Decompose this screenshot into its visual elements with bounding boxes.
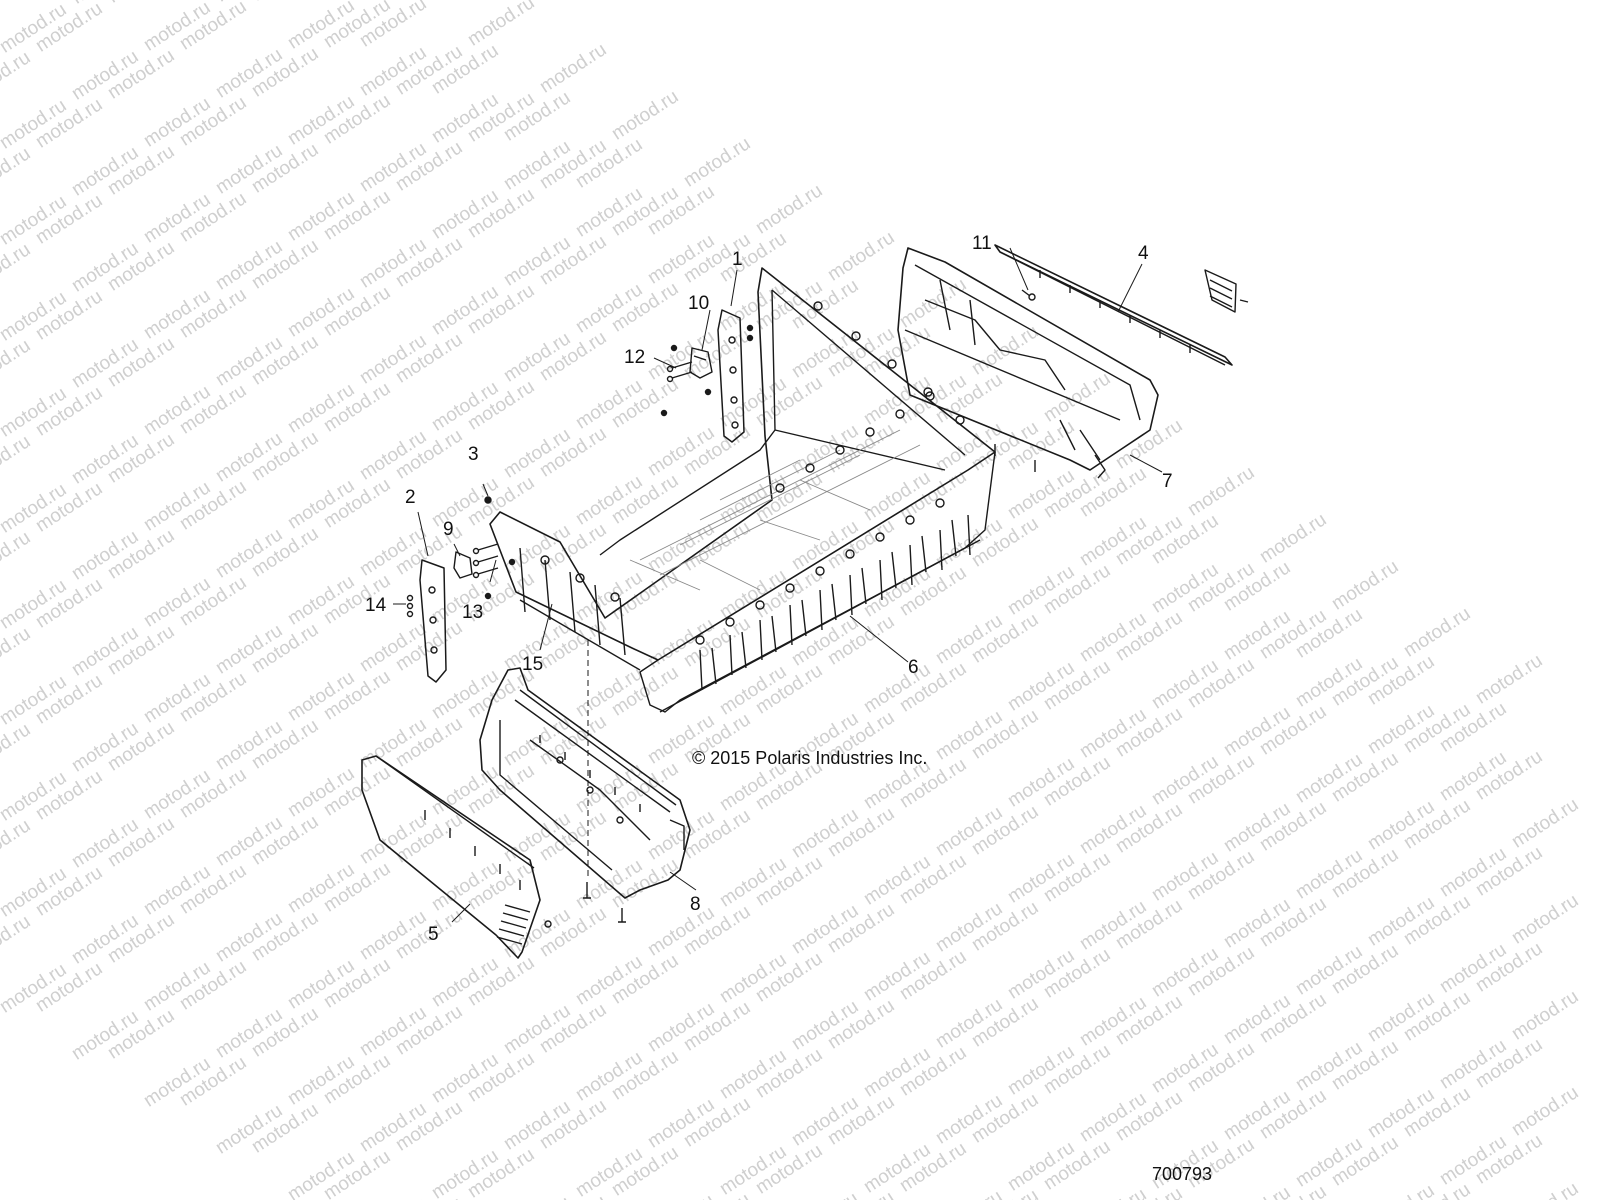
callout-13: 13	[462, 602, 484, 623]
callout-1: 1	[732, 249, 743, 270]
bracket-part-1	[717, 309, 745, 443]
bolts-part-13	[472, 543, 499, 579]
top-rail-part-4	[994, 244, 1237, 366]
nut-part-3	[484, 496, 516, 600]
callout-2: 2	[405, 487, 416, 508]
cargo-box-part-6	[489, 267, 996, 713]
callout-12: 12	[624, 347, 646, 368]
callout-14: 14	[365, 595, 387, 616]
front-panel-part-7	[897, 247, 1159, 479]
screw-part-11	[1021, 289, 1036, 301]
callout-6: 6	[908, 657, 919, 678]
callout-10: 10	[688, 293, 710, 314]
callout-3: 3	[468, 444, 479, 465]
callout-5: 5	[428, 924, 439, 945]
clip-part-9	[453, 551, 473, 579]
callout-7: 7	[1162, 471, 1173, 492]
callout-15: 15	[522, 654, 544, 675]
callout-11: 11	[972, 233, 992, 254]
bracket-part-2	[419, 559, 447, 683]
callout-9: 9	[443, 519, 454, 540]
callout-4: 4	[1138, 243, 1149, 264]
tailgate-panel-part-5	[361, 755, 552, 959]
leader-lines	[393, 247, 1163, 923]
screws-part-8-area	[583, 882, 626, 923]
clip-part-10	[689, 347, 713, 379]
fasteners-part-14	[406, 594, 414, 618]
copyright-notice: © 2015 Polaris Industries Inc.	[692, 748, 928, 768]
tailgate-frame-part-8	[479, 667, 691, 899]
drawing-number: 700793	[1152, 1164, 1213, 1184]
bolts-part-12	[666, 361, 693, 383]
fasteners-part-1-area	[660, 324, 754, 417]
screws-part-7-area	[994, 299, 1249, 472]
callout-8: 8	[690, 894, 701, 915]
